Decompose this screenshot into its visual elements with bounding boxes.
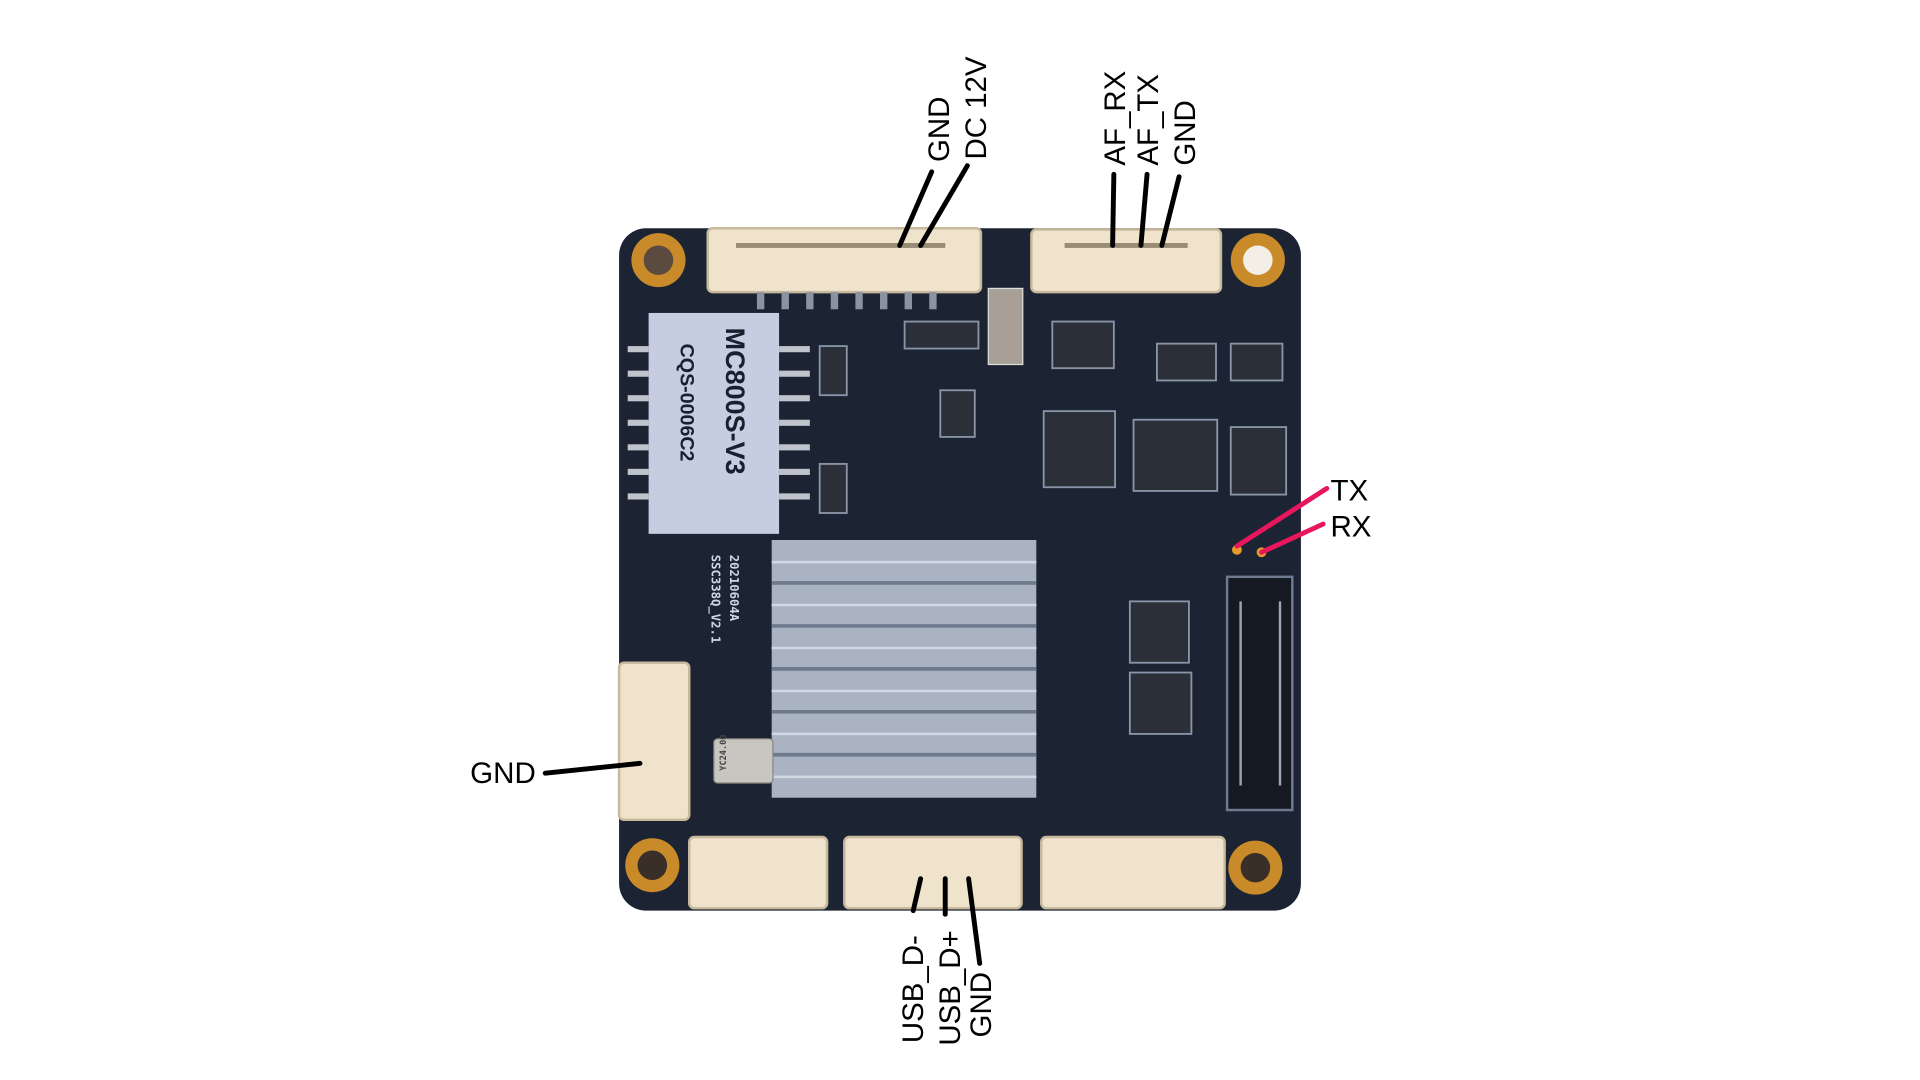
label-usb-d-minus: USB_D- xyxy=(897,935,930,1043)
mount-holes xyxy=(625,233,1285,895)
leader-lines xyxy=(542,163,1182,966)
connectors xyxy=(617,227,1226,910)
label-dc-12v: DC 12V xyxy=(960,56,993,159)
power-connector xyxy=(706,227,983,294)
components xyxy=(818,320,1288,735)
label-gnd-power: GND xyxy=(923,97,956,162)
left-connector xyxy=(617,661,691,822)
label-af-tx: AF_TX xyxy=(1132,74,1165,166)
sticker-model: MC800S-V3 xyxy=(720,328,750,475)
label-gnd-af: GND xyxy=(1169,100,1202,165)
sticker-code: CQS-0006C2 xyxy=(676,344,698,462)
label-usb-d-plus: USB_D+ xyxy=(934,930,967,1045)
label-af-rx: AF_RX xyxy=(1099,70,1132,165)
bottom-connector-left xyxy=(688,835,829,910)
label-tx: TX xyxy=(1330,475,1368,508)
crystal xyxy=(713,738,774,784)
silkscreen-date: 20210604A xyxy=(727,555,741,622)
usb-connector xyxy=(843,835,1023,910)
fpc-connector xyxy=(1225,575,1294,812)
af-connector xyxy=(1030,228,1223,294)
label-rx: RX xyxy=(1330,510,1371,543)
label-gnd-usb: GND xyxy=(965,972,998,1037)
crystal-marking: YC24.00 xyxy=(719,735,729,771)
heatsink xyxy=(771,540,1037,798)
bottom-connector-right xyxy=(1040,835,1226,910)
label-gnd-left: GND xyxy=(470,757,536,790)
silkscreen-version: SSC338Q_V2.1 xyxy=(707,555,722,644)
uart-lines xyxy=(1234,486,1330,555)
label-sticker xyxy=(648,312,780,534)
